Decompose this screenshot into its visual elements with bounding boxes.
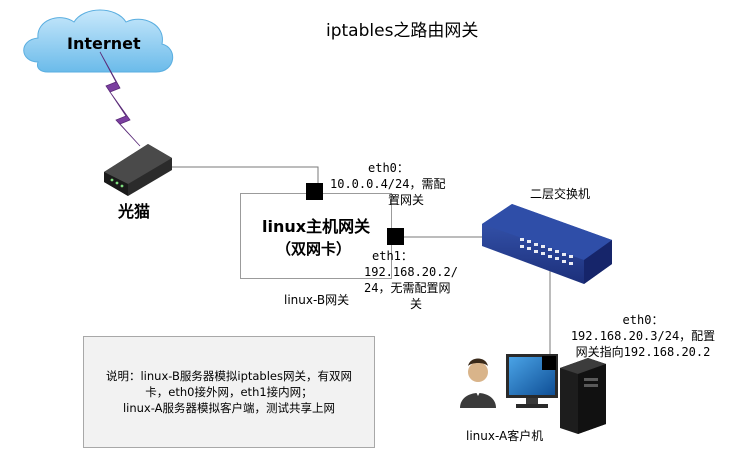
client-port-marker bbox=[542, 356, 556, 370]
client-label: linux-A客户机 bbox=[466, 429, 544, 443]
tower-pc-icon bbox=[560, 358, 606, 434]
modem-icon bbox=[104, 144, 172, 196]
gateway-title: linux主机网关 bbox=[262, 217, 371, 236]
note-line: 说明：linux-B服务器模拟iptables网关，有双网 bbox=[105, 369, 352, 383]
connector-lines bbox=[172, 166, 554, 358]
eth1-line: 关 bbox=[410, 297, 423, 311]
eth0-line: 10.0.0.4/24，需配 bbox=[330, 177, 446, 191]
eth0-port-marker bbox=[306, 183, 323, 200]
switch-label: 二层交换机 bbox=[530, 187, 591, 201]
client-eth0-line: 网关指向192.168.20.2 bbox=[575, 345, 711, 359]
gateway-caption: linux-B网关 bbox=[284, 293, 350, 307]
eth1-line: 24，无需配置网 bbox=[364, 281, 451, 295]
client-eth0-line: eth0： bbox=[622, 313, 664, 327]
note-box bbox=[83, 336, 375, 448]
user-avatar-icon bbox=[460, 358, 496, 408]
gateway-box bbox=[240, 193, 392, 279]
note-text: 说明：linux-B服务器模拟iptables网关，有双网 卡，eth0接外网，… bbox=[86, 368, 372, 416]
note-line: 卡，eth0接外网，eth1接内网； bbox=[145, 385, 313, 399]
eth1-port-marker bbox=[387, 228, 404, 245]
modem-label: 光猫 bbox=[118, 202, 151, 221]
eth0-annotation: eth0： 10.0.0.4/24，需配 置网关 bbox=[330, 160, 445, 208]
client-eth0-annotation: eth0： 192.168.20.3/24，配置 网关指向192.168.20.… bbox=[560, 312, 726, 360]
gateway-subtitle: （双网卡） bbox=[276, 240, 352, 258]
eth1-annotation: eth1： 192.168.20.2/ 24，无需配置网 关 bbox=[364, 248, 458, 312]
client-eth0-line: 192.168.20.3/24，配置 bbox=[570, 329, 716, 343]
diagram-title: iptables之路由网关 bbox=[326, 21, 479, 41]
switch-icon bbox=[482, 204, 612, 284]
internet-label: Internet bbox=[67, 34, 141, 53]
modem-to-gateway-line bbox=[172, 166, 319, 183]
eth0-line: eth0： bbox=[368, 161, 409, 175]
internet-cloud-icon bbox=[23, 9, 173, 73]
lightning-bolt-icon bbox=[99, 51, 141, 147]
eth1-line: 192.168.20.2/ bbox=[364, 265, 458, 279]
eth0-line: 置网关 bbox=[388, 193, 425, 207]
note-line: linux-A服务器模拟客户端，测试共享上网 bbox=[122, 401, 336, 415]
eth1-line: eth1： bbox=[372, 249, 413, 263]
